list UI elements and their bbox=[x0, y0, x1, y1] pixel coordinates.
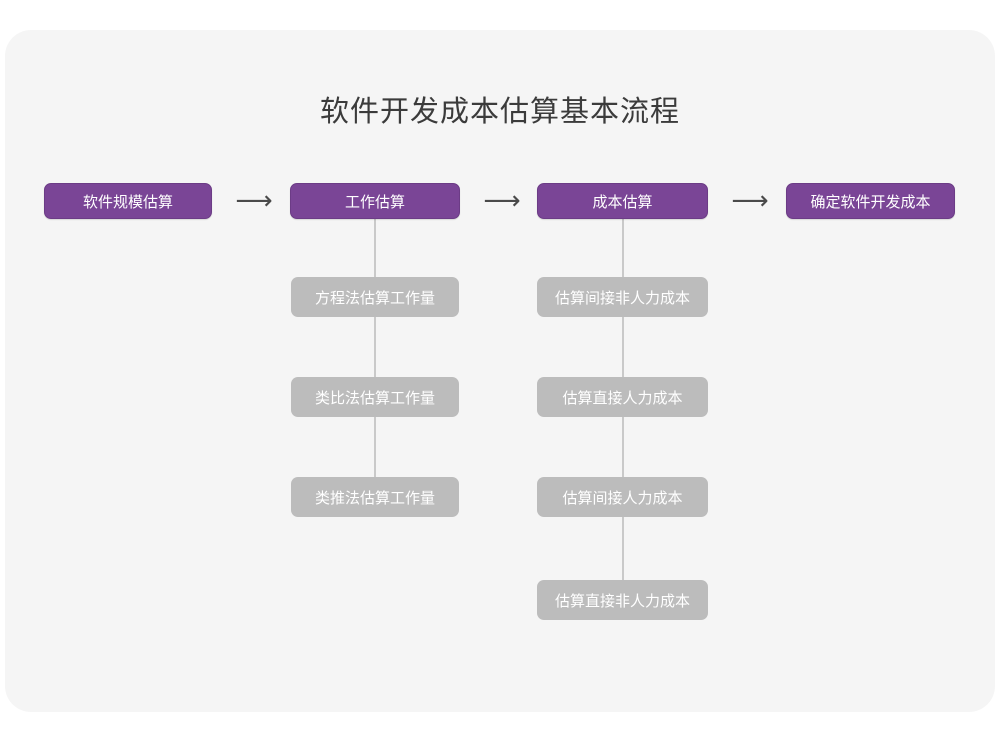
substep-node-cost-4[interactable]: 估算直接非人力成本 bbox=[537, 580, 708, 620]
substep-label: 估算间接人力成本 bbox=[562, 489, 683, 507]
arrow-1-icon: ⟶ bbox=[226, 185, 282, 217]
substep-label: 类比法估算工作量 bbox=[314, 389, 435, 407]
arrow-glyph: ⟶ bbox=[731, 186, 769, 216]
connector-line-work bbox=[374, 218, 376, 500]
substep-node-cost-1[interactable]: 估算间接非人力成本 bbox=[537, 277, 708, 317]
substep-node-work-2[interactable]: 类比法估算工作量 bbox=[291, 377, 459, 417]
substep-node-work-3[interactable]: 类推法估算工作量 bbox=[291, 477, 459, 517]
substep-label: 估算间接非人力成本 bbox=[554, 289, 690, 307]
stage-node-software-scale[interactable]: 软件规模估算 bbox=[44, 183, 212, 219]
substep-label: 估算直接非人力成本 bbox=[554, 592, 690, 610]
stage-label: 软件规模估算 bbox=[82, 193, 173, 211]
stage-node-work-estimation[interactable]: 工作估算 bbox=[290, 183, 460, 219]
stage-node-cost-estimation[interactable]: 成本估算 bbox=[537, 183, 708, 219]
substep-node-cost-3[interactable]: 估算间接人力成本 bbox=[537, 477, 708, 517]
page-title: 软件开发成本估算基本流程 bbox=[319, 96, 680, 128]
arrow-3-icon: ⟶ bbox=[722, 185, 778, 217]
arrow-glyph: ⟶ bbox=[235, 186, 273, 216]
diagram-card bbox=[5, 30, 995, 712]
substep-node-work-1[interactable]: 方程法估算工作量 bbox=[291, 277, 459, 317]
substep-label: 类推法估算工作量 bbox=[314, 489, 435, 507]
stage-label: 确定软件开发成本 bbox=[810, 193, 931, 211]
stage-node-final-cost[interactable]: 确定软件开发成本 bbox=[786, 183, 955, 219]
substep-label: 估算直接人力成本 bbox=[562, 389, 683, 407]
substep-label: 方程法估算工作量 bbox=[314, 289, 435, 307]
stage-label: 成本估算 bbox=[592, 193, 653, 211]
arrow-2-icon: ⟶ bbox=[474, 185, 530, 217]
arrow-glyph: ⟶ bbox=[483, 186, 521, 216]
stage-label: 工作估算 bbox=[344, 193, 405, 211]
substep-node-cost-2[interactable]: 估算直接人力成本 bbox=[537, 377, 708, 417]
